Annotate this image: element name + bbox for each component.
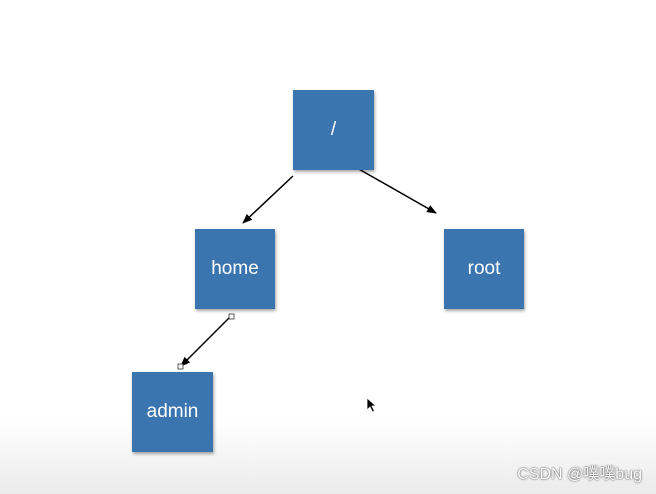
node-home-label: home — [211, 258, 259, 279]
edge-home-to-admin — [180, 315, 232, 367]
watermark-text: CSDN @噗噗bug — [517, 466, 642, 483]
bottom-gradient — [0, 420, 656, 494]
edge-root-to-rootdir — [356, 167, 437, 214]
node-admin-label: admin — [146, 401, 199, 422]
selection-handle-end[interactable] — [177, 363, 184, 370]
node-root-dir[interactable]: / — [293, 90, 374, 170]
node-root-home-label: root — [467, 258, 501, 279]
mouse-pointer-icon — [366, 397, 378, 413]
node-admin[interactable]: admin — [132, 372, 213, 452]
node-root-dir-label: / — [330, 119, 337, 140]
edge-root-to-home — [242, 175, 294, 224]
node-root-home[interactable]: root — [444, 229, 524, 309]
selection-handle-start[interactable] — [228, 313, 235, 320]
node-home[interactable]: home — [195, 229, 275, 309]
